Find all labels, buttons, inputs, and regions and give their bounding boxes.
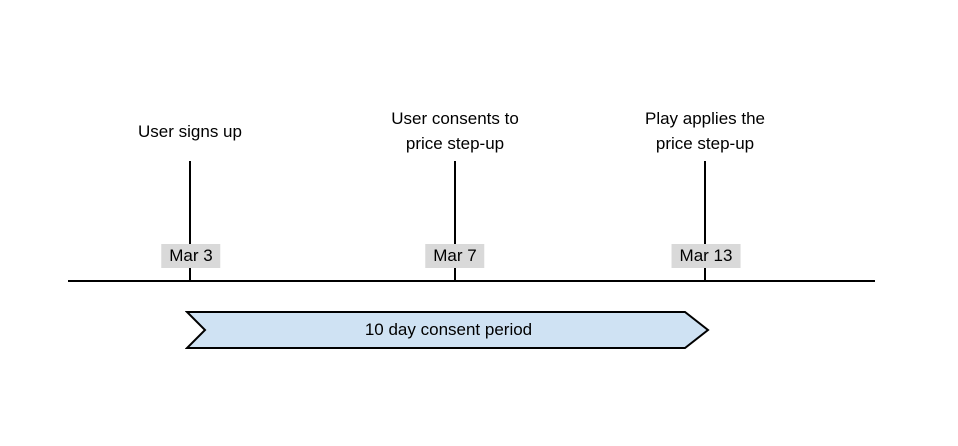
event-date-mar-7: Mar 7 xyxy=(425,244,485,268)
event-title-user-consents: User consents to price step-up xyxy=(391,109,519,153)
event-date-mar-3: Mar 3 xyxy=(161,244,221,268)
event-title-user-signs-up: User signs up xyxy=(138,122,242,141)
banner-label: 10 day consent period xyxy=(364,320,533,339)
event-tick-mar-13 xyxy=(704,161,706,282)
event-title-play-applies: Play applies the price step-up xyxy=(644,109,766,153)
event-date-mar-13: Mar 13 xyxy=(671,244,741,268)
event-tick-mar-7 xyxy=(454,161,456,282)
timeline-axis xyxy=(68,280,875,282)
consent-period-banner xyxy=(185,311,710,349)
event-tick-mar-3 xyxy=(189,161,191,282)
banner-arrow-shape xyxy=(185,311,710,349)
